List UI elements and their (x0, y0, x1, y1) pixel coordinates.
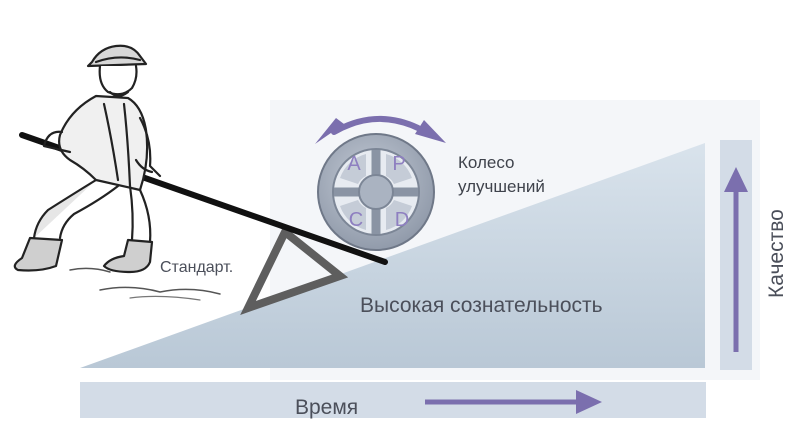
pdca-segment-d: D (395, 209, 409, 231)
time-axis-arrowhead (576, 390, 602, 414)
quality-axis-arrowhead (724, 167, 748, 192)
pdca-segment-p: P (392, 153, 405, 175)
quality-axis-label: Качество (765, 209, 788, 298)
rotation-arrow-icon (315, 116, 446, 144)
person-pushing-lever-icon (13, 44, 221, 301)
pdca-segment-c: C (349, 209, 363, 231)
time-axis-label: Время (295, 396, 358, 419)
slope-label: Высокая сознательность (360, 294, 603, 317)
pdca-wheel-icon (317, 133, 435, 251)
standard-label: Стандарт. (160, 259, 233, 276)
pdca-segment-a: A (347, 153, 361, 175)
time-axis-bar (80, 382, 706, 418)
quality-slope (80, 143, 705, 368)
standard-wedge (240, 225, 349, 315)
wheel-label-line2: улучшений (458, 177, 545, 196)
wheel-label-line1: Колесо (458, 153, 515, 172)
